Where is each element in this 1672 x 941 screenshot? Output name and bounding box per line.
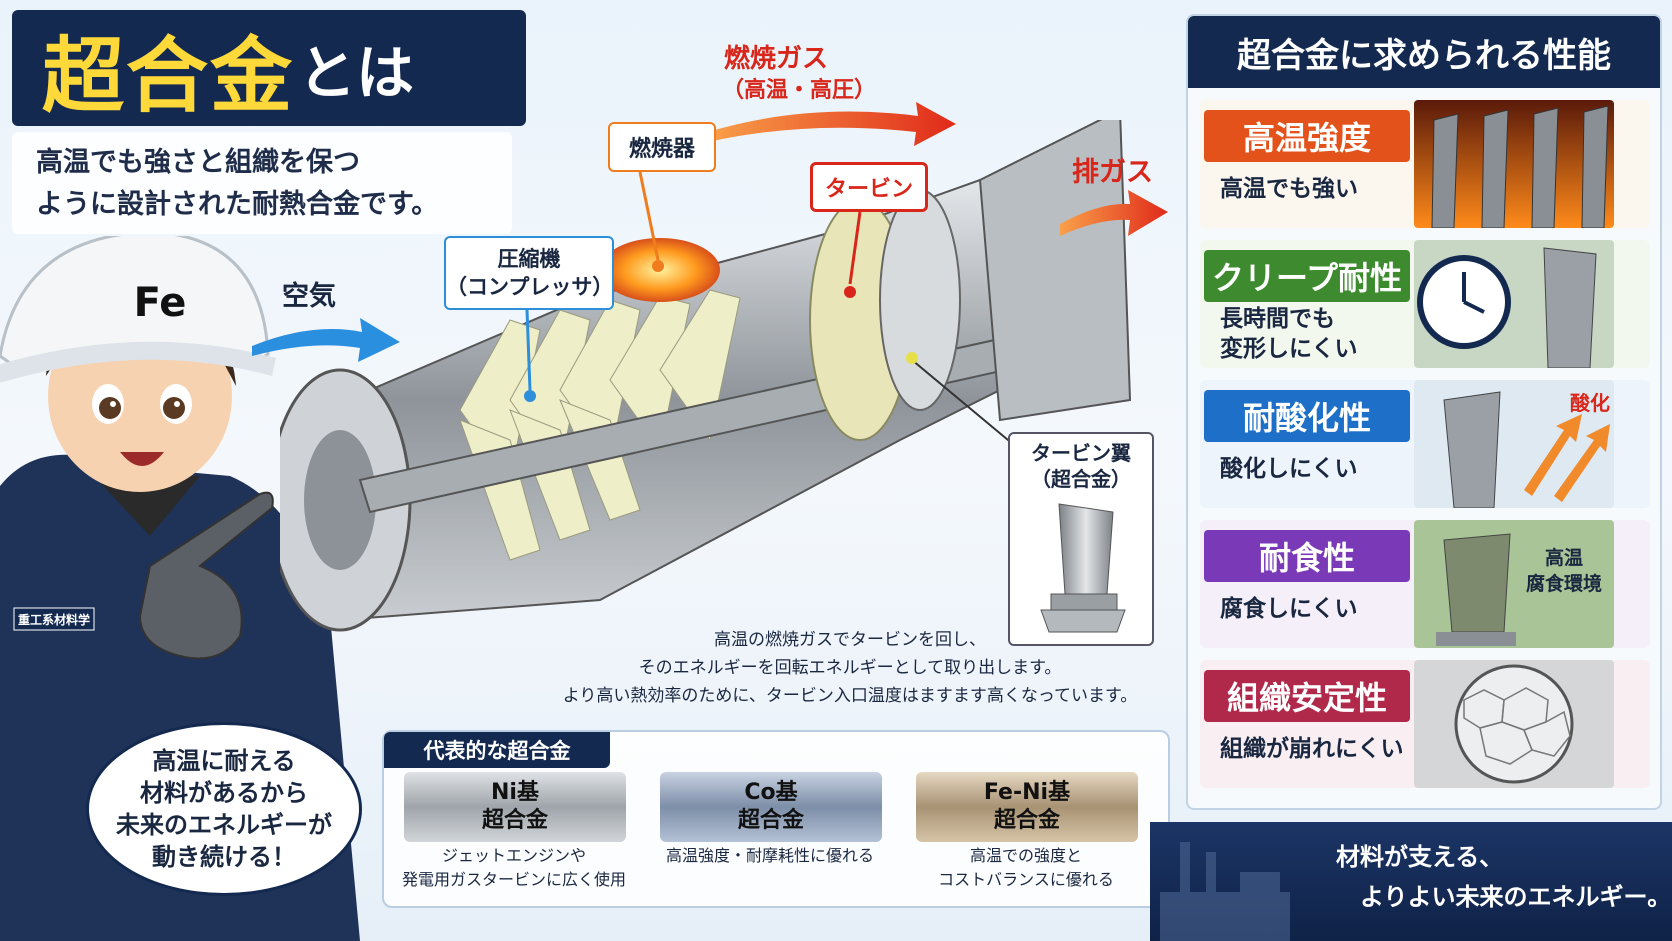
creep-resistance-text-line-2: 変形しにくい xyxy=(1220,336,1358,362)
hot-blades-image xyxy=(1414,100,1614,228)
corrosion-image-label-1: 高温 xyxy=(1545,546,1583,569)
oxidation-image-label: 酸化 xyxy=(1570,391,1610,415)
combustion-gas-arrow xyxy=(708,102,956,146)
perf-row-creep-resistance: クリープ耐性 長時間でも 変形しにくい xyxy=(1200,240,1650,368)
tagline-line-2: よりよい未来のエネルギー。 xyxy=(1360,883,1672,911)
high-temp-strength-text: 高温でも強い xyxy=(1220,176,1358,202)
title-banner: 超合金 とは xyxy=(12,10,526,126)
uniform-badge-label: 重工系材料学 xyxy=(18,612,90,627)
intro-line-2: ように設計された耐熱合金です。 xyxy=(36,189,439,220)
tagline-line-1: 材料が支える、 xyxy=(1336,843,1504,871)
helmet-label: Fe xyxy=(134,280,187,326)
speech-bubble: 高温に耐える 材料があるから 未来のエネルギーが 動き続ける！ xyxy=(86,722,362,896)
creep-resistance-text: 長時間でも 変形しにくい xyxy=(1220,304,1358,364)
intro-line-1: 高温でも強さと組織を保つ xyxy=(36,147,360,178)
perf-row-corrosion-resistance: 耐食性 腐食しにくい 高温 腐食環境 xyxy=(1200,520,1650,648)
gas-turbine-cutaway-illustration xyxy=(280,120,1132,632)
compressor-sublabel: （コンプレッサ） xyxy=(446,275,614,299)
turbine-blade-image xyxy=(1040,503,1126,633)
ni-alloy-description: ジェットエンジンや 発電用ガスタービンに広く使用 xyxy=(394,844,634,892)
page-title: 超合金 xyxy=(42,28,295,124)
co-alloy-desc-line-1: 高温強度・耐摩耗性に優れる xyxy=(665,846,874,865)
co-alloy-name: Co基 xyxy=(744,780,798,805)
co-alloy-card: Co基 超合金 xyxy=(660,772,882,842)
performance-heading: 超合金に求められる性能 xyxy=(1188,16,1660,88)
description-line-2: そのエネルギーを回転エネルギーとして取り出します。 xyxy=(638,658,1062,678)
oxidation-resistance-text: 酸化しにくい xyxy=(1220,456,1358,482)
feni-alloy-type: 超合金 xyxy=(993,808,1060,833)
speech-line-3: 未来のエネルギーが xyxy=(116,811,332,839)
perf-row-high-temp-strength: 高温強度 高温でも強い xyxy=(1200,100,1650,228)
ni-alloy-desc-line-1: ジェットエンジンや xyxy=(441,846,586,865)
compressor-label: 圧縮機 xyxy=(497,247,561,271)
creep-resistance-text-line-1: 長時間でも xyxy=(1220,306,1335,332)
combustor-label: 燃焼器 xyxy=(628,137,695,162)
turbine-callout: タービン xyxy=(810,162,928,212)
microstructure-stability-text: 組織が崩れにくい xyxy=(1220,736,1404,762)
feni-alloy-desc-line-2: コストバランスに優れる xyxy=(938,870,1114,889)
oxidation-resistance-badge: 耐酸化性 xyxy=(1204,390,1410,442)
feni-alloy-desc-line-1: 高温での強度と xyxy=(969,846,1082,865)
clock-blade-image xyxy=(1414,240,1614,368)
co-alloy-description: 高温強度・耐摩耗性に優れる xyxy=(650,844,890,868)
factory-silhouette-icon xyxy=(1160,842,1290,941)
representative-alloys-heading: 代表的な超合金 xyxy=(384,732,610,768)
feni-alloy-description: 高温での強度と コストバランスに優れる xyxy=(906,844,1146,892)
turbine-description: 高温の燃焼ガスでタービンを回し、 そのエネルギーを回転エネルギーとして取り出しま… xyxy=(520,626,1180,710)
air-label: 空気 xyxy=(282,281,336,312)
corrosion-resistance-text: 腐食しにくい xyxy=(1220,596,1358,622)
turbine-label: タービン xyxy=(824,177,913,202)
feni-alloy-card: Fe-Ni基 超合金 xyxy=(916,772,1138,842)
microstructure-image xyxy=(1414,660,1614,788)
page-title-suffix: とは xyxy=(298,39,415,107)
speech-line-1: 高温に耐える xyxy=(152,747,296,775)
exhaust-arrow xyxy=(1060,190,1168,236)
ni-alloy-desc-line-2: 発電用ガスタービンに広く使用 xyxy=(401,870,626,889)
microstructure-stability-badge: 組織安定性 xyxy=(1204,670,1410,722)
turbine-blade-callout: タービン翼 （超合金） xyxy=(1008,432,1154,646)
description-line-1: 高温の燃焼ガスでタービンを回し、 xyxy=(714,630,986,650)
creep-resistance-badge: クリープ耐性 xyxy=(1204,250,1410,302)
corrosion-image: 高温 腐食環境 xyxy=(1414,520,1614,648)
combustor-callout: 燃焼器 xyxy=(608,122,716,172)
feni-alloy-name: Fe-Ni基 xyxy=(983,780,1071,805)
description-line-3: より高い熱効率のために、タービン入口温度はますます高くなっています。 xyxy=(562,686,1138,706)
intro-box: 高温でも強さと組織を保つ ように設計された耐熱合金です。 xyxy=(12,132,512,234)
compressor-callout: 圧縮機 （コンプレッサ） xyxy=(444,236,614,310)
perf-row-microstructure-stability: 組織安定性 組織が崩れにくい xyxy=(1200,660,1650,788)
oxidation-image: 酸化 xyxy=(1414,380,1614,508)
ni-alloy-type: 超合金 xyxy=(481,808,548,833)
perf-row-oxidation-resistance: 耐酸化性 酸化しにくい 酸化 xyxy=(1200,380,1650,508)
turbine-blade-sublabel: （超合金） xyxy=(1031,467,1131,491)
corrosion-image-label-2: 腐食環境 xyxy=(1526,572,1602,595)
combustion-gas-label: 燃焼ガス xyxy=(724,44,829,74)
high-temp-strength-badge: 高温強度 xyxy=(1204,110,1410,162)
ni-alloy-name: Ni基 xyxy=(491,780,539,805)
speech-line-2: 材料があるから xyxy=(140,779,308,807)
speech-line-4: 動き続ける！ xyxy=(152,843,296,871)
combustion-gas-sublabel: （高温・高圧） xyxy=(722,78,877,103)
ni-alloy-card: Ni基 超合金 xyxy=(404,772,626,842)
turbine-blade-label: タービン翼 xyxy=(1031,441,1131,465)
co-alloy-type: 超合金 xyxy=(737,808,804,833)
air-inflow-arrow xyxy=(252,318,400,362)
tagline-banner: 材料が支える、 よりよい未来のエネルギー。 xyxy=(1150,822,1672,941)
corrosion-resistance-badge: 耐食性 xyxy=(1204,530,1410,582)
exhaust-label: 排ガス xyxy=(1072,157,1153,188)
